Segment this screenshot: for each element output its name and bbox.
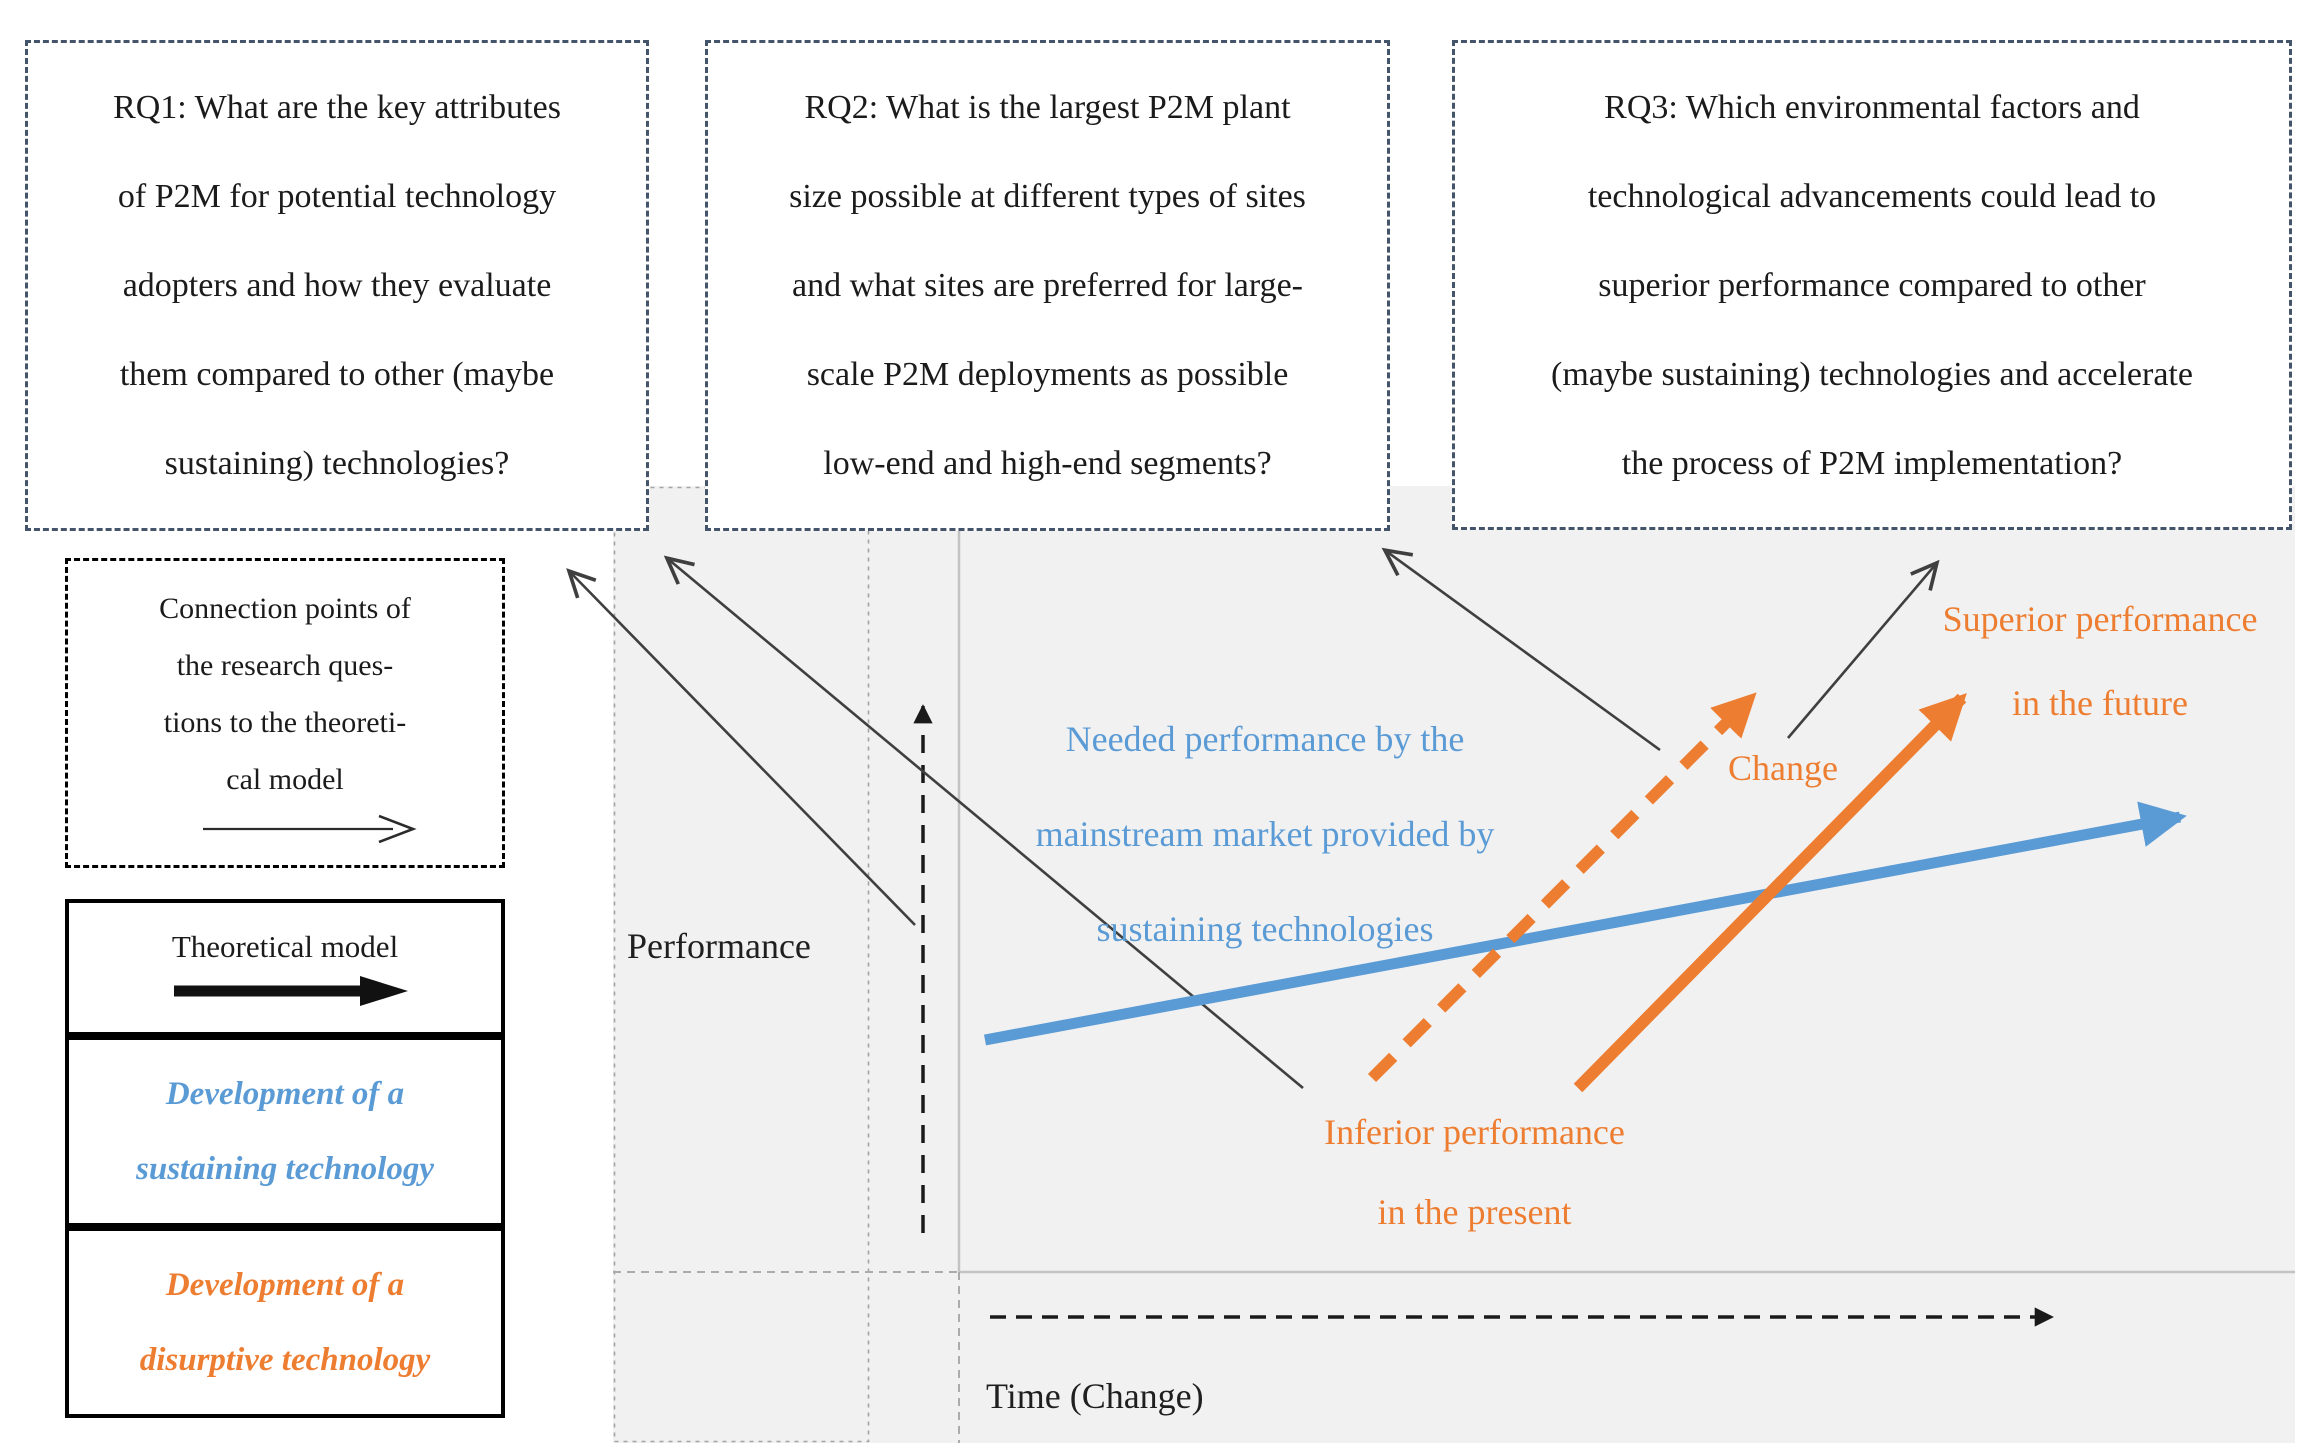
performance-axis-label: Performance [627, 926, 811, 966]
disruptive-technology-solid-arrow [1573, 693, 1967, 1093]
rq1-box: RQ1: What are the key attributes of P2M … [25, 40, 649, 531]
connection-arrow-icon [203, 814, 417, 844]
legend-connection-text: Connection points of the research ques- … [159, 592, 411, 796]
rq3-connection-arrow [1787, 559, 1940, 739]
rq2-connection-arrow [1381, 547, 1661, 752]
rq3-box: RQ3: Which environmental factors and tec… [1452, 40, 2292, 530]
rq3-text: RQ3: Which environmental factors and tec… [1551, 88, 2193, 482]
chart-background [613, 486, 2295, 1443]
legend-theoretical-box: Theoretical model [65, 899, 505, 1036]
change-label: Change [1728, 748, 1838, 788]
inferior-performance-label: Inferior performance in the present [1324, 1112, 1625, 1232]
legend-theoretical-label: Theoretical model [171, 928, 399, 964]
rq2-text: RQ2: What is the largest P2M plant size … [789, 89, 1306, 482]
disruptive-technology-dashed-arrow [1367, 692, 1757, 1083]
legend-disruptive-box: Development of a disurptive technology [65, 1227, 505, 1418]
legend-sustaining-box: Development of a sustaining technology [65, 1036, 505, 1227]
superior-performance-label: Superior performance in the future [1942, 599, 2258, 723]
legend-connection-box: Connection points of the research ques- … [65, 558, 505, 868]
rq1-connection-arrow-short [566, 568, 916, 926]
legend-disruptive-label: Development of a disurptive technology [139, 1266, 431, 1378]
rq2-box: RQ2: What is the largest P2M plant size … [705, 40, 1390, 531]
needed-performance-label: Needed performance by the mainstream mar… [1035, 719, 1495, 949]
sustaining-technology-arrow [983, 801, 2187, 1046]
time-axis-label: Time (Change) [986, 1376, 1204, 1416]
rq1-text: RQ1: What are the key attributes of P2M … [113, 89, 561, 482]
thick-arrow-icon [174, 975, 408, 1006]
legend-sustaining-label: Development of a sustaining technology [136, 1075, 434, 1187]
